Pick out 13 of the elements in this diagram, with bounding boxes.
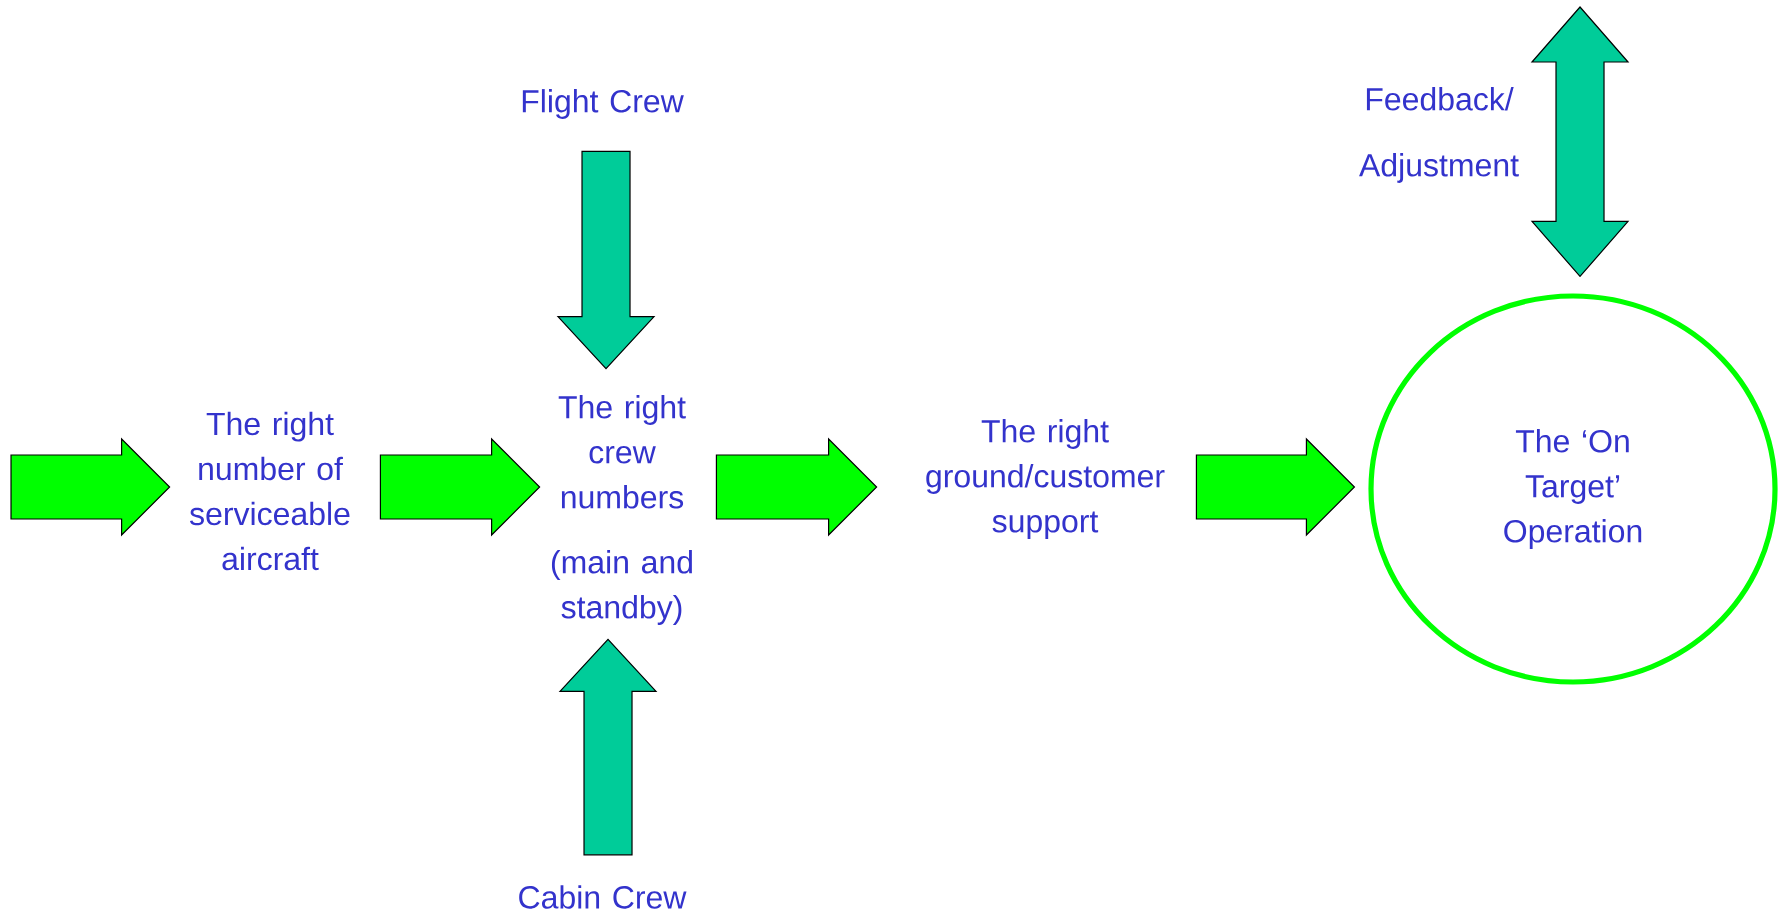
block-arrow (10, 437, 171, 537)
block-arrow (715, 437, 878, 537)
edge-label: Feedback/ Adjustment (1359, 87, 1519, 183)
node-text: Cabin Crew (519, 885, 687, 909)
node-text: Flight Crew (522, 89, 684, 119)
block-arrow (379, 437, 541, 537)
node-text: The right crew numbers (main and standby) (551, 395, 692, 625)
double-arrow (1530, 6, 1630, 278)
block-arrow (556, 150, 656, 370)
node-text: The right number of serviceable aircraft (189, 411, 350, 571)
block-arrow (558, 638, 658, 856)
block-arrow (1195, 437, 1356, 537)
node-text: The right ground/customer support (926, 419, 1165, 539)
